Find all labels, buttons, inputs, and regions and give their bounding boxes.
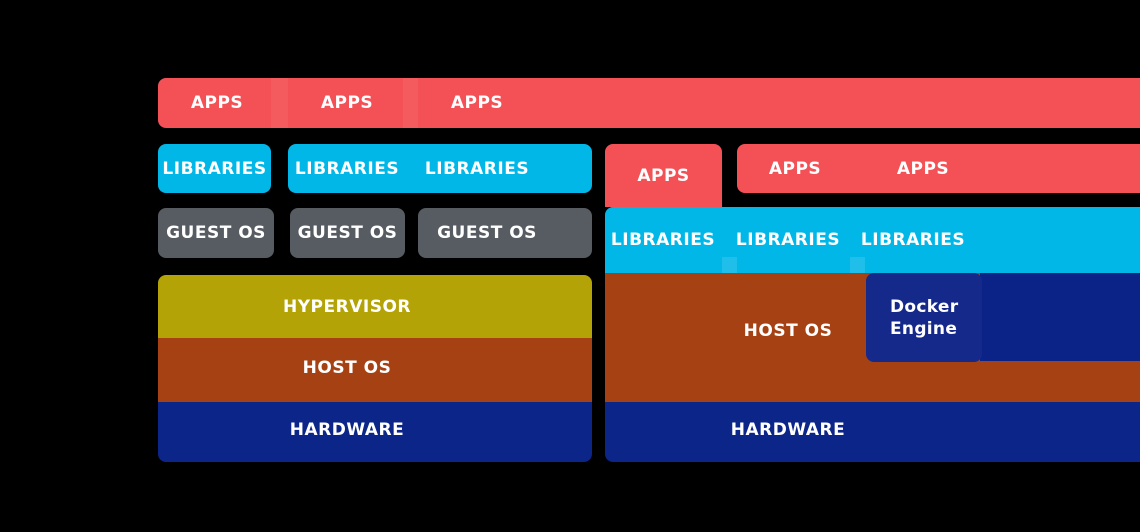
segment-seam bbox=[850, 257, 865, 273]
docker-libraries-label: LIBRARIES bbox=[610, 230, 716, 250]
vm-guest-os-block: GUEST OS bbox=[418, 208, 592, 258]
segment-seam bbox=[271, 78, 288, 128]
docker-engine-label-line1: Docker bbox=[890, 296, 959, 317]
vm-hardware-label: HARDWARE bbox=[289, 420, 405, 441]
docker-libraries-label: LIBRARIES bbox=[735, 230, 841, 250]
docker-engine-label-line2: Engine bbox=[890, 318, 958, 339]
docker-apps-block: APPS bbox=[605, 144, 722, 207]
vm-host-os-block: HOST OS bbox=[158, 338, 592, 402]
vm-libraries-label: LIBRARIES bbox=[162, 158, 267, 179]
docker-hardware-block: HARDWARE bbox=[605, 402, 1140, 462]
vm-guest-os-label: GUEST OS bbox=[166, 223, 266, 243]
docker-engine-panel bbox=[980, 273, 1140, 361]
vm-hypervisor-block: HYPERVISOR bbox=[158, 275, 592, 338]
vm-libraries-bar: LIBRARIES LIBRARIES bbox=[288, 144, 592, 193]
vm-guest-os-block: GUEST OS bbox=[158, 208, 274, 258]
vm-guest-os-label: GUEST OS bbox=[297, 223, 398, 243]
vm-libraries-block: LIBRARIES bbox=[158, 144, 271, 193]
vm-apps-label: APPS bbox=[190, 93, 244, 113]
segment-seam bbox=[403, 78, 418, 128]
docker-libraries-label: LIBRARIES bbox=[860, 230, 966, 250]
vm-libraries-label: LIBRARIES bbox=[424, 158, 530, 179]
docker-apps-label: APPS bbox=[637, 165, 690, 186]
docker-apps-label: APPS bbox=[896, 158, 950, 179]
docker-libraries-bar: LIBRARIES LIBRARIES LIBRARIES bbox=[605, 207, 1140, 273]
vm-host-os-label: HOST OS bbox=[302, 358, 392, 379]
vm-hypervisor-label: HYPERVISOR bbox=[283, 296, 411, 317]
vm-apps-label: APPS bbox=[450, 93, 504, 113]
vm-guest-os-block: GUEST OS bbox=[290, 208, 405, 258]
docker-host-os-label: HOST OS bbox=[743, 321, 833, 342]
segment-seam bbox=[722, 257, 737, 273]
docker-hardware-label: HARDWARE bbox=[730, 420, 846, 441]
vm-libraries-label: LIBRARIES bbox=[294, 158, 400, 179]
docker-engine-block: Docker Engine bbox=[866, 273, 982, 362]
vm-hardware-block: HARDWARE bbox=[158, 402, 592, 462]
vm-guest-os-label: GUEST OS bbox=[437, 223, 537, 243]
vm-apps-bar: APPS APPS APPS bbox=[158, 78, 1140, 128]
docker-apps-label: APPS bbox=[768, 158, 822, 179]
docker-apps-bar: APPS APPS bbox=[737, 144, 1140, 193]
vm-apps-label: APPS bbox=[320, 93, 374, 113]
